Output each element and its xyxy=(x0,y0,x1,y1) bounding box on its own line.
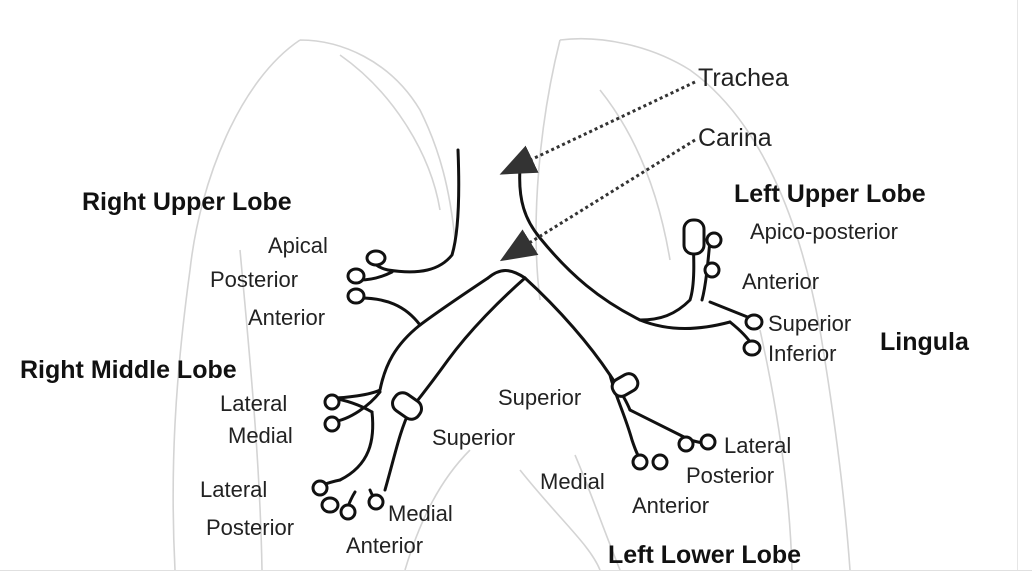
bottom-frame-edge xyxy=(0,570,1032,577)
rll-posterior-stub xyxy=(320,496,340,514)
rll-anterior-label: Anterior xyxy=(346,533,424,558)
rml-lateral-stub xyxy=(323,393,341,411)
lul-apico-posterior-label: Apico-posterior xyxy=(750,219,898,244)
rul-apical-label: Apical xyxy=(268,233,328,258)
carina-pointer xyxy=(499,138,696,262)
right-main-bronchus-lower xyxy=(408,276,527,412)
lingula-superior-label: Superior xyxy=(768,311,852,336)
rll-anterior-stub xyxy=(367,493,385,511)
rml-medial-stub xyxy=(323,415,341,433)
carina xyxy=(486,269,527,280)
lung-outlines xyxy=(172,37,851,571)
left-lung-outline xyxy=(535,37,851,571)
pointer-arrows xyxy=(499,80,696,262)
rll-trunk-left xyxy=(338,410,375,482)
trachea-right-wall xyxy=(386,148,461,274)
rml-lateral-label: Lateral xyxy=(220,391,288,416)
rll-superior-stub xyxy=(391,391,423,421)
left-main-bronchus xyxy=(523,276,632,412)
right-middle-lobe-label: Right Middle Lobe xyxy=(20,356,237,384)
left-lung-inner-outline xyxy=(519,89,793,571)
left-upper-lobe-label: Left Upper Lobe xyxy=(734,180,926,208)
lingula-inferior-label: Inferior xyxy=(768,341,837,366)
rul-posterior-label: Posterior xyxy=(210,267,299,292)
trachea-label: Trachea xyxy=(698,64,789,92)
rll-lateral-label: Lateral xyxy=(200,477,268,502)
lll-superior-label: Superior xyxy=(498,385,582,410)
left-upper-lobe-bronchus xyxy=(638,233,696,322)
lll-medial-label: Medial xyxy=(540,469,605,494)
rml-medial-label: Medial xyxy=(228,423,293,448)
right-lung-inner-outline xyxy=(239,54,441,571)
rll-trunk-right xyxy=(383,408,412,492)
segment-stubs xyxy=(311,218,764,521)
trachea-pointer xyxy=(499,80,696,175)
bronchial-tree xyxy=(318,148,762,514)
lll-trunk-right xyxy=(628,408,712,446)
rll-superior-label: Superior xyxy=(432,425,516,450)
rll-medial-stub xyxy=(339,503,357,521)
lingula-superior-stub xyxy=(744,313,764,331)
lul-anterior-stub xyxy=(703,261,721,279)
lll-superior-stub xyxy=(610,372,640,398)
lul-apico-posterior-stub xyxy=(682,218,706,256)
lll-medial-stub xyxy=(631,453,649,471)
rul-apical-stub xyxy=(365,249,387,267)
trachea-left-wall xyxy=(518,166,732,330)
rll-medial-label: Medial xyxy=(388,501,453,526)
right-frame-edge xyxy=(1017,0,1032,577)
lll-posterior-stub xyxy=(677,435,695,453)
lll-anterior-label: Anterior xyxy=(632,493,710,518)
lll-lateral-stub xyxy=(699,433,717,451)
rul-anterior-stub xyxy=(346,287,366,305)
rul-bronchus-bot xyxy=(358,296,422,327)
lingula-inferior-stub xyxy=(742,339,762,357)
lll-lateral-label: Lateral xyxy=(724,433,792,458)
lul-apico-posterior-loop xyxy=(705,231,723,249)
right-lung-outline xyxy=(172,39,456,571)
rul-posterior-stub xyxy=(346,267,366,285)
mediastinum-outline xyxy=(404,449,621,571)
right-upper-lobe-label: Right Upper Lobe xyxy=(82,188,292,216)
lul-anterior-label: Anterior xyxy=(742,269,820,294)
lingula-label: Lingula xyxy=(880,328,969,356)
left-lower-lobe-label: Left Lower Lobe xyxy=(608,541,802,569)
lll-posterior-label: Posterior xyxy=(686,463,775,488)
rul-anterior-label: Anterior xyxy=(248,305,326,330)
lll-anterior-stub xyxy=(651,453,669,471)
right-main-bronchus-upper xyxy=(330,276,490,400)
carina-label: Carina xyxy=(698,124,772,152)
rll-lateral-stub xyxy=(311,479,329,497)
rll-posterior-label: Posterior xyxy=(206,515,295,540)
